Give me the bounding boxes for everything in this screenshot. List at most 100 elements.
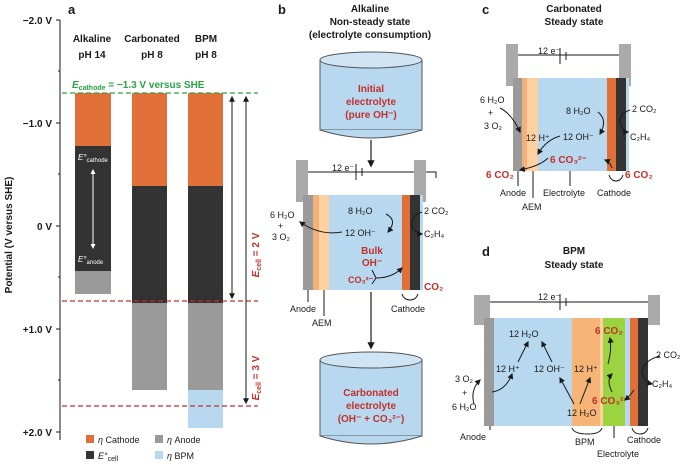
species-label: 6 H₂O: [270, 210, 295, 220]
bpm-cell: 12 e⁻ 3 O₂ + 6 H₂O 12 H₂O 12 H⁺ 12 OH⁻ 1…: [452, 292, 681, 459]
legend-item: η Anode: [167, 435, 201, 445]
component-label: Electrolyte: [543, 188, 585, 198]
species-label: +: [278, 221, 283, 231]
carbonated-cell: 12 e⁻ 6 H₂O + 3 O₂ 12 H⁺ 8 H₂O 12 OH⁻ 2 …: [480, 44, 657, 212]
panel-d: d BPM Steady state 12 e⁻ 3 O₂ + 6 H₂O 12…: [452, 244, 681, 459]
component-label: BPM: [575, 437, 595, 447]
species-label: 6 H₂O: [480, 95, 505, 105]
tick-label: −2.0 V: [23, 16, 53, 27]
species-label: CO₂: [424, 282, 443, 293]
legend-swatch: [155, 435, 163, 443]
carbonated-ecell-bar: [132, 186, 167, 303]
ecell-3v-label: Ecell = 3 V: [251, 355, 263, 400]
y-ticks: [56, 19, 60, 433]
species-label: 6 CO₃²⁻: [550, 155, 587, 166]
beaker-label: (pure OH⁻): [345, 110, 396, 121]
species-label: 12 OH⁻: [563, 132, 594, 142]
e-cathode-label: E°cathode: [78, 153, 109, 164]
component-label: Anode: [460, 432, 486, 442]
carbonated-eta-anode-bar: [132, 303, 167, 390]
alkaline-eta-cathode-bar: [75, 93, 111, 146]
species-label: 12 H⁺: [574, 364, 598, 374]
species-label: 2 CO₂: [424, 206, 449, 216]
panel-b-title: Alkaline: [351, 4, 390, 15]
tick-label: 0 V: [37, 222, 52, 233]
ecell-2v-label: Ecell = 2 V: [251, 232, 263, 277]
panel-a: a Potential (V versus SHE) −2.0 V −1.0 V…: [4, 2, 263, 463]
legend-item: η Cathode: [98, 435, 140, 445]
y-axis-title: Potential (V versus SHE): [4, 177, 15, 294]
column-ph: pH 14: [78, 50, 106, 61]
cathode-potential-label: Ecathode = −1.3 V versus SHE: [72, 80, 205, 92]
species-label: 8 H₂O: [348, 206, 373, 216]
species-label: 3 O₂: [484, 121, 503, 131]
alkaline-cell: 12 e⁻ 6 H₂O + 3 O₂ 8 H₂O 12 OH⁻ 2 CO₂ C₂…: [270, 160, 449, 328]
species-label: +: [462, 388, 467, 398]
species-label: 6 CO₂: [486, 170, 514, 181]
component-label: AEM: [522, 202, 542, 212]
species-label: 12 H₂O: [567, 408, 597, 418]
column-ph: pH 8: [195, 50, 217, 61]
species-label: 2 CO₂: [656, 350, 681, 360]
species-label: CO₃²⁻: [348, 275, 374, 285]
species-label: 12 OH⁻: [534, 364, 565, 374]
component-label: Anode: [290, 304, 316, 314]
species-label: Bulk: [361, 246, 383, 257]
species-label: 12 H⁺: [526, 133, 550, 143]
column-name: BPM: [195, 34, 217, 45]
beaker-label: electrolyte: [346, 401, 396, 412]
panel-d-letter: d: [482, 244, 490, 259]
legend-item: η BPM: [167, 451, 194, 461]
species-label: 6 CO₃²⁻: [592, 396, 629, 407]
panel-c-subtitle: Steady state: [545, 17, 604, 28]
legend-swatch: [86, 451, 94, 459]
panel-b-letter: b: [278, 2, 286, 17]
component-label: AEM: [312, 318, 332, 328]
e-anode-label: E°anode: [78, 255, 104, 266]
species-label: 12 H₂O: [509, 329, 539, 339]
bpm-eta-bpm-bar: [188, 390, 223, 428]
species-label: 3 O₂: [455, 374, 474, 384]
panel-d-subtitle: Steady state: [545, 260, 604, 271]
panel-b: b Alkaline Non-steady state (electrolyte…: [270, 2, 449, 445]
carbonated-electrolyte-beaker: Carbonated electrolyte (OH⁻ + CO₃²⁻): [319, 351, 423, 445]
panel-b-subtitle-2: (electrolyte consumption): [309, 30, 431, 41]
species-label: 12 OH⁻: [345, 228, 376, 238]
component-label: Cathode: [391, 304, 425, 314]
bpm-ecell-bar: [188, 186, 223, 303]
legend-item: E°cell: [98, 451, 119, 463]
initial-electrolyte-beaker: Initial electrolyte (pure OH⁻): [319, 51, 423, 139]
beaker-label: Carbonated: [343, 388, 399, 399]
legend: η Cathode η Anode E°cell η BPM: [86, 435, 201, 463]
electron-label: 12 e⁻: [538, 292, 561, 302]
component-label: Anode: [500, 188, 526, 198]
component-label: Cathode: [627, 435, 661, 445]
beaker-label: Initial: [358, 84, 384, 95]
column-name: Alkaline: [73, 34, 112, 45]
bpm-eta-anode-bar: [188, 303, 223, 390]
species-label: 6 CO₂: [595, 326, 623, 337]
alkaline-eta-anode-bar: [75, 271, 111, 294]
species-label: 6 CO₂: [625, 170, 653, 181]
beaker-label: (OH⁻ + CO₃²⁻): [338, 414, 405, 425]
legend-swatch: [155, 451, 163, 459]
panel-b-subtitle: Non-steady state: [330, 17, 411, 28]
species-label: 3 O₂: [272, 232, 291, 242]
panel-c-title: Carbonated: [546, 4, 602, 15]
species-label: C₂H₄: [630, 132, 650, 142]
bpm-eta-cathode-bar: [188, 93, 223, 186]
legend-swatch: [86, 435, 94, 443]
panel-d-title: BPM: [563, 246, 585, 257]
tick-label: +2.0 V: [23, 428, 53, 439]
column-ph: pH 8: [141, 50, 163, 61]
component-label: Cathode: [597, 188, 631, 198]
species-label: 2 CO₂: [632, 104, 657, 114]
beaker-label: electrolyte: [346, 97, 396, 108]
component-label: Electrolyte: [597, 449, 639, 459]
panel-c-letter: c: [482, 2, 489, 17]
panel-a-letter: a: [68, 2, 76, 17]
species-label: 12 H⁺: [496, 364, 520, 374]
tick-label: +1.0 V: [23, 325, 53, 336]
column-name: Carbonated: [124, 34, 180, 45]
